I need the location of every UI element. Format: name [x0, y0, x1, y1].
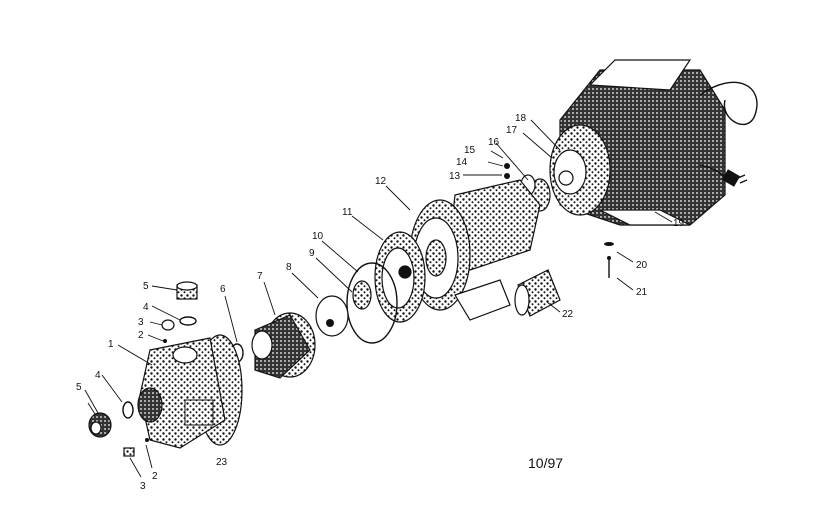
- callout-11: 11: [342, 207, 353, 218]
- callout-9: 9: [309, 248, 315, 259]
- motor-housing: [549, 59, 726, 226]
- callout-20: 20: [636, 260, 648, 271]
- callout-16: 16: [488, 137, 500, 148]
- callout-12: 12: [375, 176, 387, 187]
- o-ring-large: [346, 262, 398, 344]
- mounting-screw: [604, 242, 614, 278]
- top-fitting: [161, 281, 198, 343]
- pump-body: [137, 334, 243, 449]
- ejector-assembly: [251, 312, 316, 379]
- motor-gasket: [514, 269, 561, 317]
- power-cord: [699, 81, 758, 187]
- callout-13: 13: [449, 171, 461, 182]
- callout-8: 8: [286, 262, 292, 273]
- callout-10: 10: [312, 231, 324, 242]
- callout-18: 18: [515, 113, 527, 124]
- callout-5-top: 5: [143, 281, 149, 292]
- diffuser: [374, 231, 426, 323]
- callout-19: 19: [673, 218, 685, 229]
- front-fitting: [88, 401, 149, 457]
- callout-3-top: 3: [138, 317, 144, 328]
- callout-17: 17: [506, 125, 518, 136]
- callout-4-front: 4: [95, 370, 101, 381]
- callout-1: 1: [108, 339, 114, 350]
- callout-4-top: 4: [143, 302, 149, 313]
- callout-21: 21: [636, 287, 648, 298]
- callout-3-front: 3: [140, 481, 146, 492]
- revision-date: 10/97: [528, 455, 564, 471]
- impeller: [315, 280, 372, 337]
- callout-6: 6: [220, 284, 226, 295]
- callout-2-front: 2: [152, 471, 158, 482]
- callout-14: 14: [456, 157, 468, 168]
- callout-labels: 1 2 3 4 5 6 7 8 9 10 11 12 13 14 15 16 1…: [76, 113, 685, 492]
- callout-22: 22: [562, 309, 574, 320]
- leader-lines: [84, 119, 673, 478]
- callout-7: 7: [257, 271, 263, 282]
- callout-23: 23: [216, 457, 228, 468]
- callout-5-front: 5: [76, 382, 82, 393]
- callout-15: 15: [464, 145, 476, 156]
- callout-2-top: 2: [138, 330, 144, 341]
